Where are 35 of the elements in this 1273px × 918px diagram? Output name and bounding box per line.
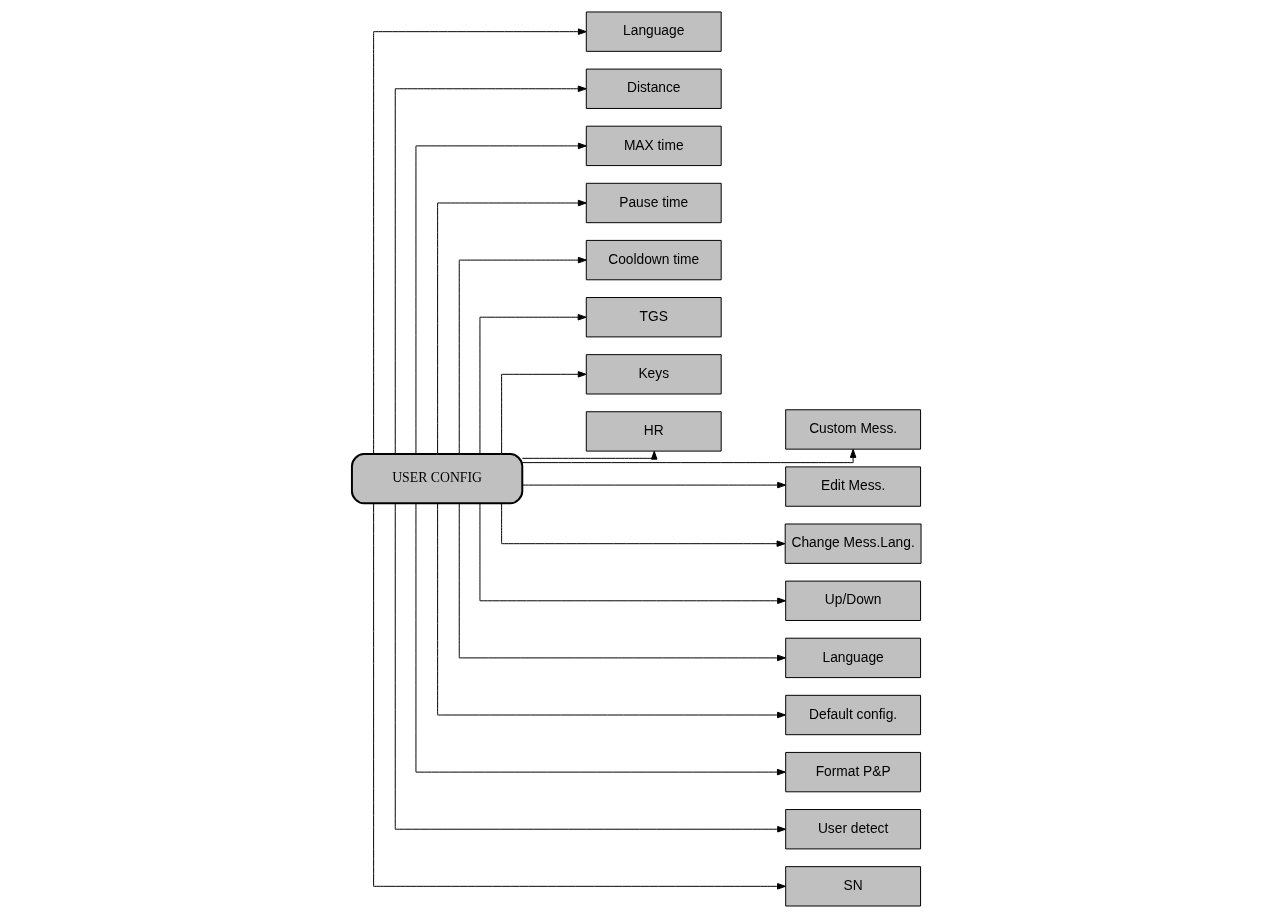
arrow [479, 313, 587, 455]
node-box: HR [585, 411, 722, 452]
node-box: Format P&P [785, 751, 922, 793]
node-box: Language [785, 637, 922, 679]
arrow [373, 28, 587, 455]
node-box: Pause time [585, 182, 722, 224]
node-box: Default config. [785, 694, 922, 736]
arrow [521, 449, 857, 464]
arrow [373, 503, 786, 890]
node-box: Keys [585, 354, 722, 395]
arrow [458, 256, 587, 455]
arrow [458, 503, 786, 662]
arrow [394, 85, 587, 455]
node-box: Change Mess.Lang. [784, 523, 922, 564]
node-box: USER CONFIG [350, 453, 524, 505]
node-box: Custom Mess. [785, 409, 922, 450]
arrow [521, 450, 658, 460]
arrow [479, 502, 787, 605]
arrow [394, 502, 787, 833]
arrow [501, 503, 786, 547]
arrow [501, 371, 587, 455]
node-box: SN [785, 866, 922, 907]
node-box: Distance [585, 68, 722, 109]
arrow [415, 142, 587, 455]
node-box: Language [585, 11, 722, 52]
arrow [521, 481, 787, 489]
arrow [437, 503, 786, 719]
node-box: Edit Mess. [785, 466, 922, 507]
arrow [415, 502, 786, 776]
node-box: MAX time [585, 125, 722, 167]
node-box: User detect [785, 809, 922, 850]
arrow [437, 199, 587, 455]
node-box: Up/Down [785, 580, 922, 621]
node-box: TGS [585, 297, 722, 338]
node-box: Cooldown time [585, 239, 722, 281]
